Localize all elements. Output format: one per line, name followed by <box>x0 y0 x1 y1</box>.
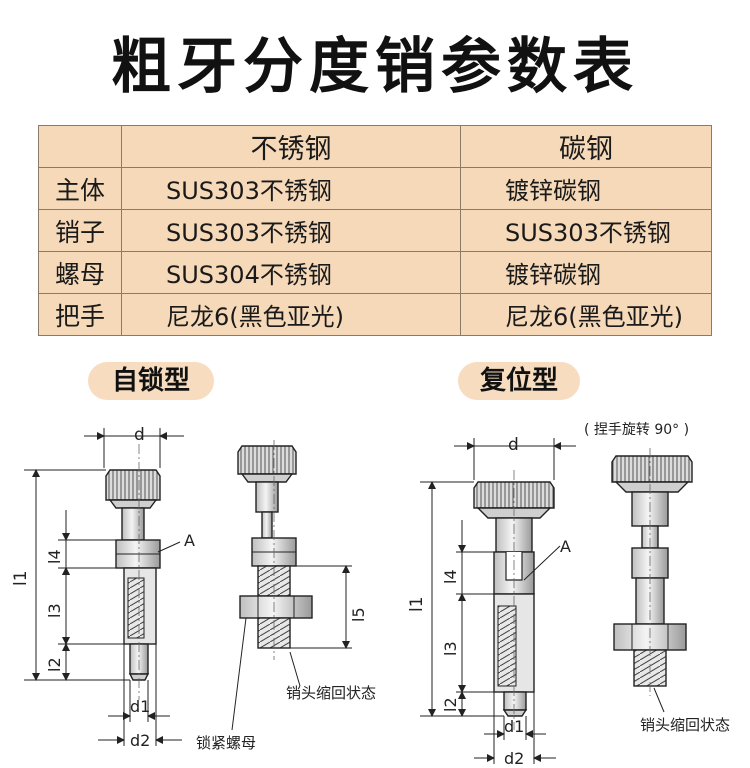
carbon-material: 镀锌碳钢 <box>460 167 712 210</box>
carbon-material: SUS303不锈钢 <box>460 209 712 252</box>
label-A: A <box>184 531 195 550</box>
self-lock-pin-drawing <box>105 444 161 700</box>
self-lock-retracted-drawing <box>237 440 313 660</box>
dim-l4: l4 <box>45 549 64 564</box>
stainless-material: 尼龙6(黑色亚光) <box>121 293 461 336</box>
dim-d2-reset: d2 <box>504 749 524 768</box>
dim-d-reset: d <box>508 435 519 455</box>
part-name: 主体 <box>38 167 122 210</box>
note-retracted-self-lock: 销头缩回状态 <box>286 684 376 702</box>
reset-label: 复位型 <box>458 362 580 400</box>
dim-l1: l1 <box>11 570 31 586</box>
dim-d1: d1 <box>130 697 150 716</box>
dim-d1-reset: d1 <box>504 717 524 736</box>
carbon-material: 镀锌碳钢 <box>460 251 712 294</box>
dim-l2: l2 <box>45 657 64 672</box>
self-lock-label: 自锁型 <box>88 362 214 400</box>
page-title: 粗牙分度销参数表 <box>111 32 639 102</box>
stainless-material: SUS303不锈钢 <box>121 167 461 210</box>
part-name: 把手 <box>38 293 122 336</box>
note-lock-nut: 锁紧螺母 <box>196 734 256 752</box>
self-lock-retracted-dims <box>231 565 352 731</box>
dim-l1-reset: l1 <box>407 596 427 612</box>
table-row: 销子 SUS303不锈钢 SUS303不锈钢 <box>38 209 712 252</box>
part-name: 螺母 <box>38 251 122 294</box>
dim-l4-reset: l4 <box>441 569 460 584</box>
dim-d: d <box>134 425 145 445</box>
stainless-material: SUS303不锈钢 <box>121 209 461 252</box>
rotate-note: ( 捏手旋转 90° ) <box>584 422 689 438</box>
label-A-reset: A <box>560 537 571 556</box>
table-row: 把手 尼龙6(黑色亚光) 尼龙6(黑色亚光) <box>38 293 712 336</box>
header-cell-empty <box>38 125 122 168</box>
dim-l3-reset: l3 <box>441 641 460 656</box>
carbon-material: 尼龙6(黑色亚光) <box>460 293 712 336</box>
dim-d2: d2 <box>130 731 150 750</box>
dim-l3: l3 <box>45 603 64 618</box>
header-carbon: 碳钢 <box>460 125 712 168</box>
stainless-material: SUS304不锈钢 <box>121 251 461 294</box>
table-row: 主体 SUS303不锈钢 镀锌碳钢 <box>38 167 712 210</box>
part-name: 销子 <box>38 209 122 252</box>
note-retracted-reset: 销头缩回状态 <box>640 716 730 734</box>
table-row: 螺母 SUS304不锈钢 镀锌碳钢 <box>38 251 712 294</box>
reset-retracted-leader <box>653 687 665 713</box>
dim-l5: l5 <box>349 607 368 622</box>
material-table: 不锈钢 碳钢 主体 SUS303不锈钢 镀锌碳钢 销子 SUS303不锈钢 SU… <box>38 125 712 336</box>
reset-dimensions <box>420 438 576 764</box>
reset-retracted-drawing <box>611 448 693 696</box>
dim-l2-reset: l2 <box>441 697 460 712</box>
self-lock-dimensions <box>24 428 184 746</box>
reset-pin-drawing <box>473 470 555 730</box>
